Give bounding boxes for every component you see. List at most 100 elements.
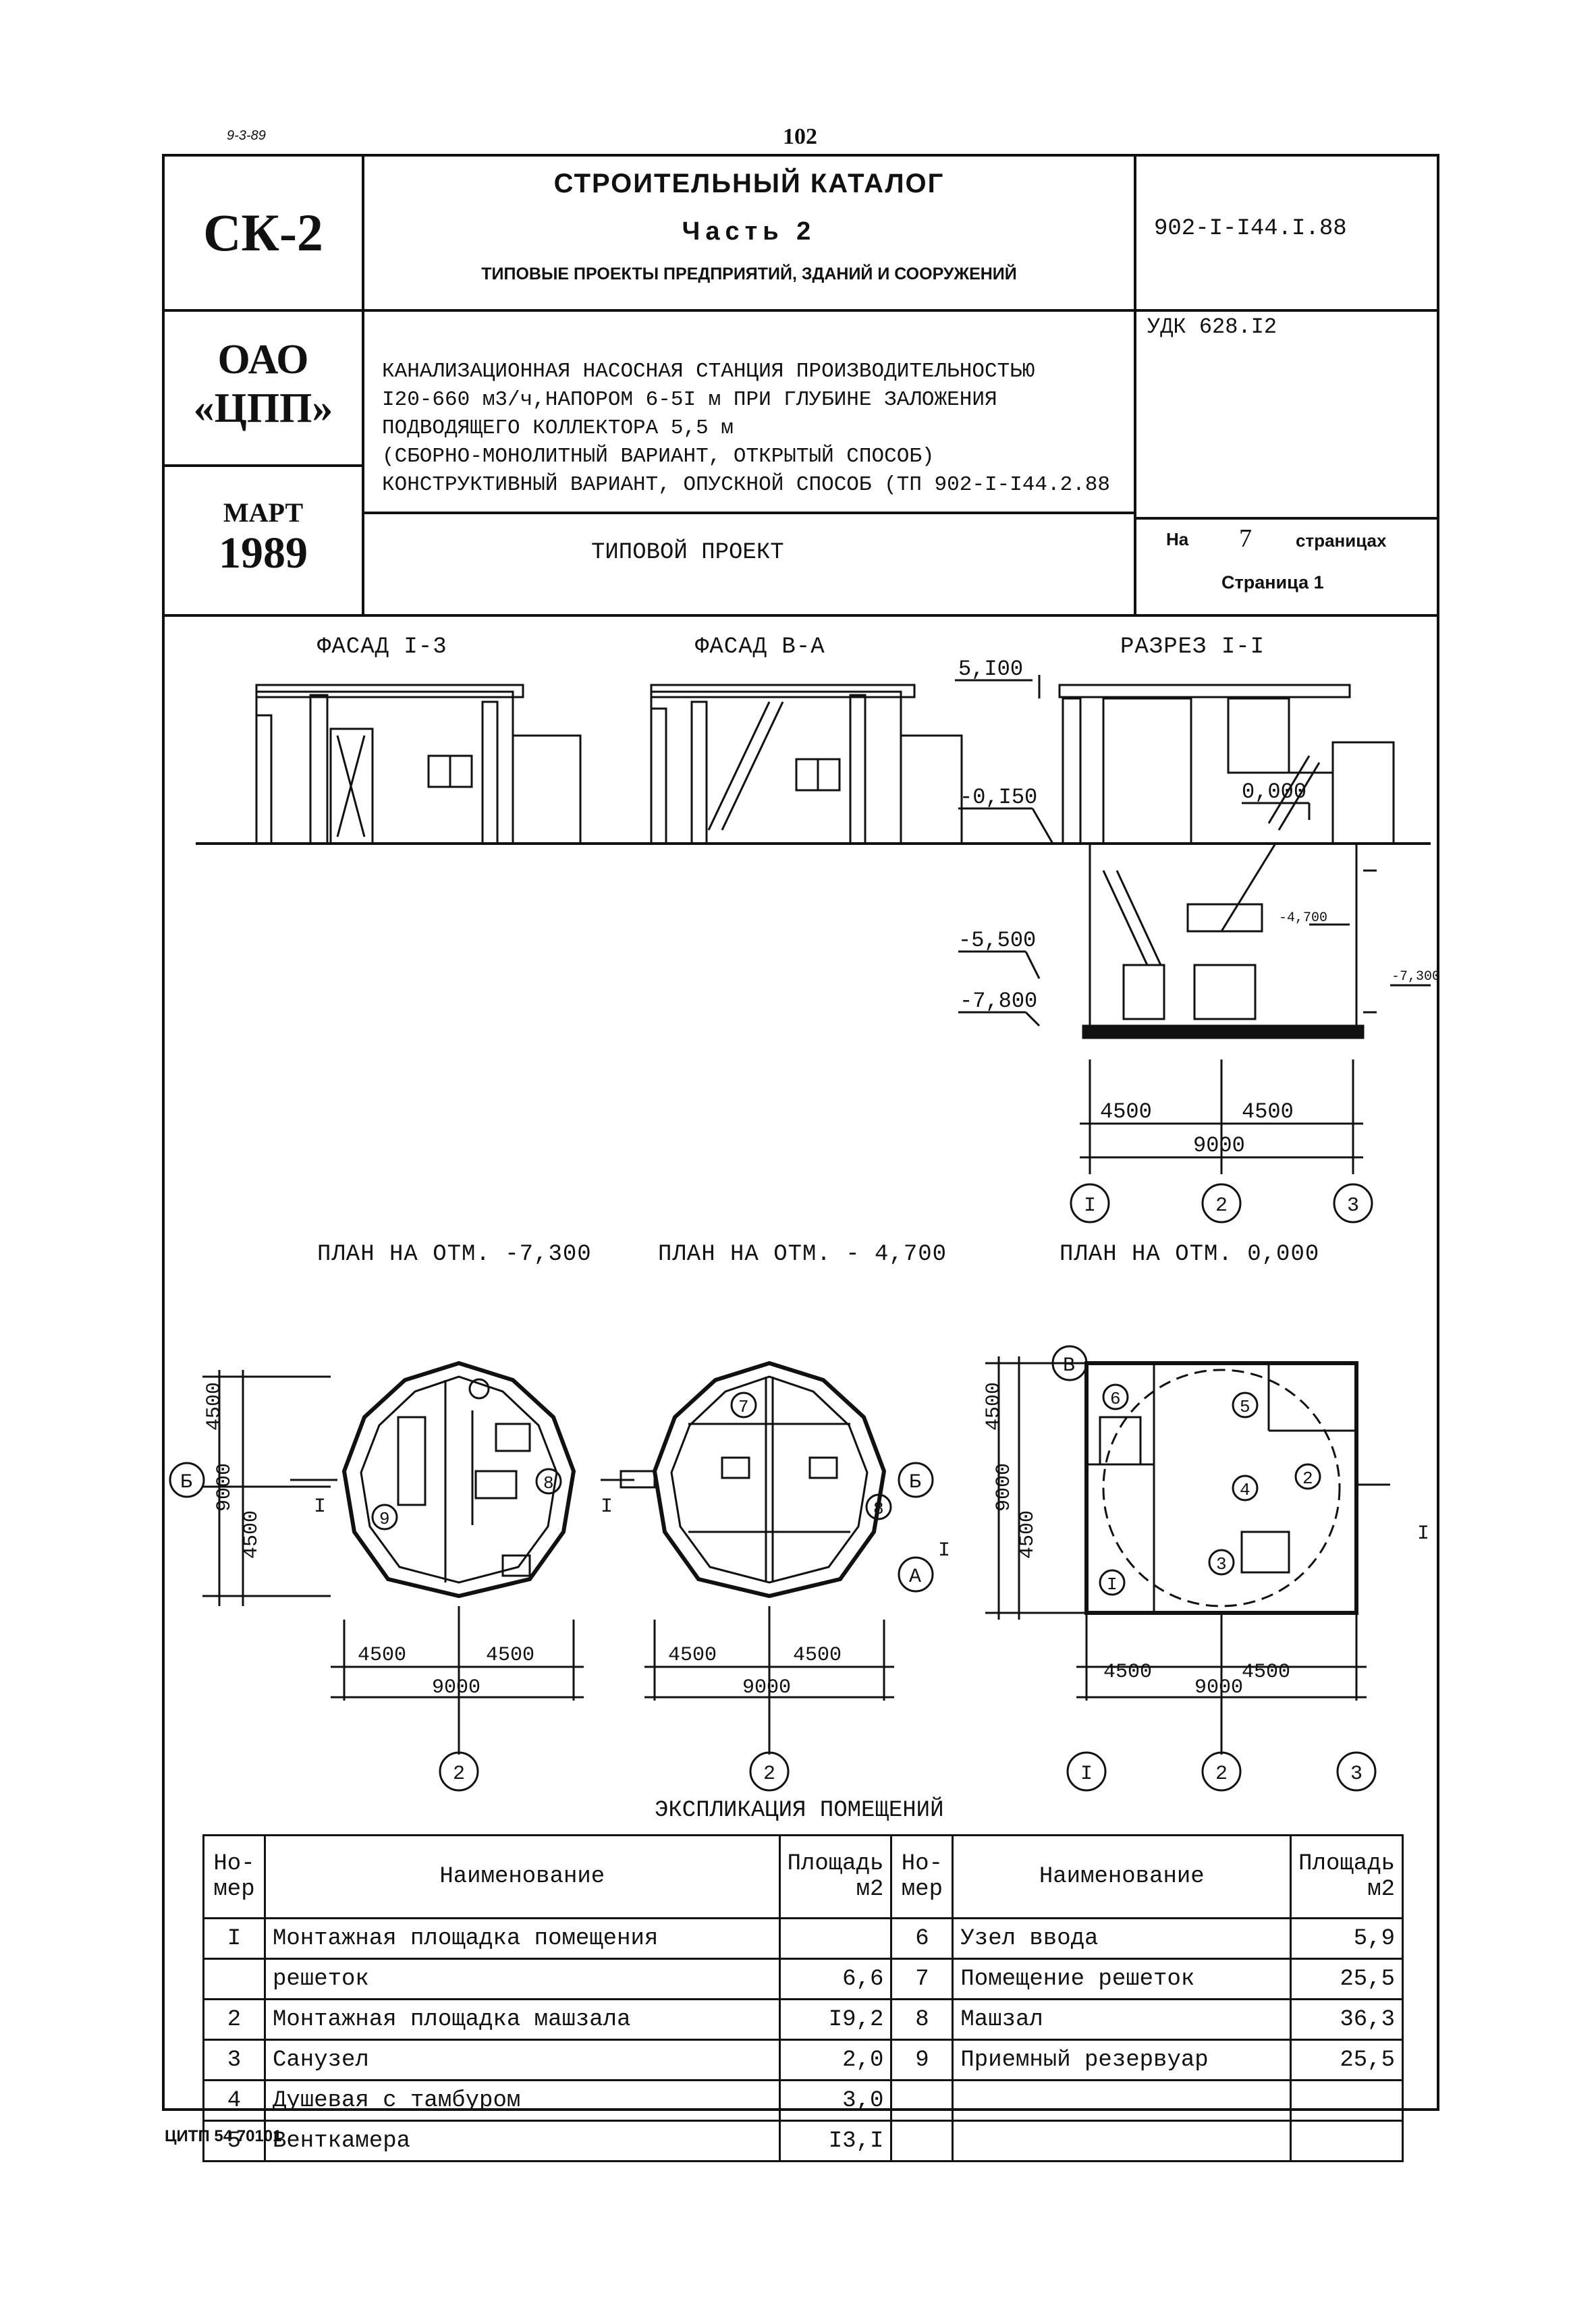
plan-2 (620, 1360, 934, 1792)
catalog-part-subtitle: ТИПОВЫЕ ПРОЕКТЫ ПРЕДПРИЯТИЙ, ЗДАНИЙ И СО… (481, 265, 1017, 283)
level-zero-label: 0,000 (1242, 779, 1306, 804)
cell-area: I9,2 (778, 1998, 893, 2041)
plan-2-axis-b: Б (909, 1471, 921, 1494)
date-mark: 9-3-89 (227, 128, 266, 143)
header-area: Площадь м2 (1290, 1834, 1404, 1919)
plan-3-dim-9000: 9000 (1194, 1676, 1243, 1699)
plan-2-dim-4500-left: 4500 (668, 1644, 717, 1667)
cell-name: Душевая с тамбуром (264, 2079, 781, 2122)
page-number: 102 (783, 124, 817, 149)
catalog-code: СК-2 (203, 203, 323, 262)
pages-prefix: На (1166, 529, 1189, 549)
room-5-label: 5 (1240, 1397, 1250, 1417)
page-label: Страница 1 (1221, 572, 1324, 593)
level-4700-label: -4,700 (1279, 910, 1327, 926)
cell-area (778, 1917, 893, 1960)
table-row: 4 Душевая с тамбуром 3,0 (202, 2079, 1404, 2122)
project-description: КАНАЛИЗАЦИОННАЯ НАСОСНАЯ СТАНЦИЯ ПРОИЗВО… (382, 358, 1110, 499)
cell-area (1290, 2079, 1404, 2122)
cell-name (952, 2079, 1292, 2122)
plan-3-axis-1: I (1080, 1763, 1093, 1786)
cell-num: 4 (202, 2079, 266, 2122)
cell-name: Помещение решеток (952, 1958, 1292, 2000)
catalog-part: Часть 2 (682, 217, 817, 246)
header-num: Но-мер (202, 1834, 266, 1919)
cell-name: решеток (264, 1958, 781, 2000)
catalog-title: СТРОИТЕЛЬНЫЙ КАТАЛОГ (553, 169, 945, 198)
plan-1-dim-9000-v: 9000 (213, 1463, 236, 1512)
explication-title: ЭКСПЛИКАЦИЯ ПОМЕЩЕНИЙ (655, 1798, 944, 1823)
plan-3-dim-4500-left: 4500 (1103, 1661, 1152, 1684)
description-line: ПОДВОДЯЩЕГО КОЛЛЕКТОРА 5,5 м (382, 416, 734, 440)
table-row: 3 Санузел 2,0 9 Приемный резервуар 25,5 (202, 2039, 1404, 2081)
dim-9000: 9000 (1193, 1133, 1245, 1158)
description-line: КОНСТРУКТИВНЫЙ ВАРИАНТ, ОПУСКНОЙ СПОСОБ … (382, 473, 1110, 497)
room-9-label: 9 (379, 1509, 390, 1529)
plan-2-cut: I (938, 1539, 950, 1562)
description-line: (СБОРНО-МОНОЛИТНЫЙ ВАРИАНТ, ОТКРЫТЫЙ СПО… (382, 445, 935, 468)
plan-1-title: ПЛАН НА ОТМ. -7,300 (317, 1242, 592, 1267)
org-line-2: «ЦПП» (193, 385, 333, 431)
level-7800-label: -7,800 (960, 989, 1037, 1014)
cell-area (1290, 2120, 1404, 2162)
plan-3-title: ПЛАН НА ОТМ. 0,000 (1060, 1242, 1320, 1267)
plan-2-dim-9000: 9000 (742, 1676, 791, 1699)
header-name: Наименование (264, 1834, 781, 1919)
plan-1-axis-b: Б (180, 1471, 192, 1494)
plan-1 (169, 1360, 634, 1792)
cell-num (202, 1958, 266, 2000)
cell-area: I3,I (778, 2120, 893, 2162)
section-i-i (1058, 684, 1395, 1039)
cell-name (952, 2120, 1292, 2162)
header-area: Площадь м2 (778, 1834, 893, 1919)
facades-and-section-drawing: 5,I00 -0,I50 0,000 -4,700 -5,500 -7,300 … (196, 657, 1439, 1223)
table-header-row: Но-мер Наименование Площадь м2 Но-мер На… (202, 1834, 1404, 1919)
plan-2-axis-a: А (909, 1566, 921, 1589)
org-line-1: ОАО (217, 337, 309, 383)
cell-area: 25,5 (1290, 1958, 1404, 2000)
cell-name: Монтажная площадка помещения (264, 1917, 781, 1960)
plan-3-axis-2: 2 (1215, 1763, 1228, 1786)
plan-1-dim-4500-v-top: 4500 (203, 1382, 226, 1431)
facade-1 (255, 684, 582, 845)
footer-code: ЦИТП 54 70101 (165, 2127, 282, 2145)
cell-area: 36,3 (1290, 1998, 1404, 2041)
issue-month: МАРТ (223, 497, 304, 528)
cell-num: 3 (202, 2039, 266, 2081)
plan-1-cut-left: I (314, 1495, 326, 1518)
plan-1-dim-4500-left: 4500 (358, 1644, 406, 1667)
dim-4500-left: 4500 (1100, 1099, 1152, 1124)
facade-2 (650, 684, 963, 845)
issue-year: 1989 (219, 528, 308, 578)
plan-3-axis-v: В (1063, 1354, 1075, 1377)
cell-name: Венткамера (264, 2120, 781, 2162)
plan-3-cut: I (1417, 1522, 1429, 1545)
plan-1-axis-2: 2 (453, 1763, 465, 1786)
room-6-label: 6 (1110, 1389, 1121, 1409)
explication-table: Но-мер Наименование Площадь м2 Но-мер На… (202, 1834, 1404, 2162)
cell-area: 3,0 (778, 2079, 893, 2122)
room-3-label: 3 (1216, 1554, 1227, 1574)
udk-code: УДК 628.I2 (1147, 314, 1277, 339)
cell-name: Узел ввода (952, 1917, 1292, 1960)
facade-1-title: ФАСАД I-3 (317, 634, 447, 660)
cell-num: 2 (202, 1998, 266, 2041)
room-8-label-2: 8 (873, 1499, 884, 1519)
plan-3-dim-4500-v-bottom: 4500 (1016, 1510, 1039, 1559)
description-line: I20-660 м3/ч,НАПОРОМ 6-5I м ПРИ ГЛУБИНЕ … (382, 388, 997, 412)
facade-2-title: ФАСАД В-А (695, 634, 825, 660)
cell-num: 8 (890, 1998, 954, 2041)
cell-num (890, 2079, 954, 2122)
plan-3-dim-4500-right: 4500 (1242, 1661, 1290, 1684)
cell-area: 5,9 (1290, 1917, 1404, 1960)
cell-name: Приемный резервуар (952, 2039, 1292, 2081)
room-2-label: 2 (1302, 1468, 1313, 1489)
plan-3 (985, 1345, 1390, 1792)
table-row: решеток 6,6 7 Помещение решеток 25,5 (202, 1958, 1404, 2000)
plan-2-title: ПЛАН НА ОТМ. - 4,700 (658, 1242, 947, 1267)
plan-1-dim-9000: 9000 (432, 1676, 480, 1699)
plan-2-dim-4500-right: 4500 (793, 1644, 842, 1667)
table-row: 2 Монтажная площадка машзала I9,2 8 Машз… (202, 1998, 1404, 2041)
plan-2-axis-2: 2 (763, 1763, 775, 1786)
cell-num: 7 (890, 1958, 954, 2000)
